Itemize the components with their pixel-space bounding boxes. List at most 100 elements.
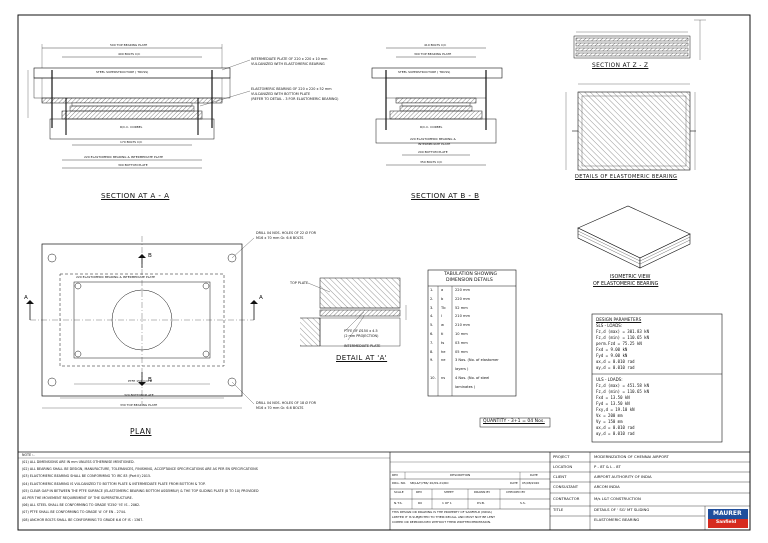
- title-block-value: MODERNIZATION OF CHENNAI AIRPORT: [594, 454, 669, 459]
- tabulation-cell-sym: ti: [441, 332, 444, 336]
- drawn-label: DRAWN BY: [474, 490, 491, 494]
- logo-subtext: Sanfield: [716, 520, 737, 525]
- plan-bottom-plate-label: 320 BOTTOM PLATE: [124, 393, 154, 397]
- aa-corbel-label: R/C.C. CORBEL: [120, 125, 143, 129]
- bb-bolts-label: 410 BOLTS C/C: [424, 43, 447, 47]
- uls-line: Vx = 200 mm: [596, 413, 623, 418]
- tabulation-cell-sym: ne: [441, 358, 446, 363]
- note-line: (01) ALL DIMENSIONS ARE IN mm UNLESS OTH…: [22, 460, 135, 464]
- aa-top-plate-label: 500 TOP BEARING PLATE: [110, 43, 148, 47]
- detail-a-drawing: [300, 277, 407, 347]
- plan-arrow-b-bottom: B: [148, 377, 152, 383]
- plan-drawing: [26, 236, 258, 409]
- tabulation-cell-no: 8.: [430, 349, 434, 354]
- checked-label: CHECKED BY: [506, 490, 526, 494]
- section-aa-drawing: [27, 44, 251, 169]
- section-aa-title: SECTION AT A - A: [101, 191, 170, 200]
- tabulation-cell-val: 220 mm: [455, 296, 471, 301]
- maurer-logo: [708, 509, 748, 528]
- tabulation-cell-val: 3 Nos. (No. of elastomer: [455, 358, 499, 363]
- title-block-value: P - 8T & L - 8T: [594, 464, 621, 469]
- tabulation-cell-val: layers ): [455, 367, 469, 372]
- tabulation-cell-sym: Tb: [441, 305, 446, 310]
- date-header: DATE: [530, 473, 538, 477]
- tabulation-cell-sym: a: [441, 288, 444, 292]
- sheet-border: [17, 14, 751, 531]
- tabulation-cell-val: laminates ): [455, 384, 476, 389]
- note-line: (04) ELASTOMERIC BEARING IS VULCANIZED T…: [22, 481, 206, 486]
- plan-top-plate-label: 330 TOP BEARING PLATE: [120, 403, 158, 407]
- logo-text: MAURER: [713, 510, 742, 517]
- isometric-title-1: ISOMETRIC VIEW: [610, 275, 651, 280]
- drawn-value: P.V.B.: [477, 501, 485, 505]
- date-value: 05/08/2020: [522, 481, 540, 485]
- tabulation-cell-val: 52 mm: [455, 305, 468, 310]
- aa-intermediate-note-1: INTERMEDIATE PLATE OF 220 x 220 x 10 mm: [251, 57, 328, 61]
- tabulation-title-1: TABULATION SHOWING: [444, 272, 498, 277]
- note-line: (02) ALL BEARING SHALL BE DESIGN, MANUFA…: [22, 467, 258, 472]
- tabulation-cell-val: 10 mm: [455, 332, 468, 336]
- title-block-value: M/s L&T CONSTRUCTION: [594, 496, 641, 501]
- sls-title: SLS - LOADS:: [596, 323, 623, 328]
- drg-no-label: DRG. NO.: [392, 481, 407, 485]
- tabulation-cell-val: 4 Nos. (No. of steel: [455, 376, 490, 380]
- sls-line: Fz,d (max) = 301.83 kN: [596, 329, 649, 334]
- date-label: DATE: [510, 481, 518, 485]
- uls-line: Fxy,d = 19.10 kN: [596, 407, 635, 412]
- tabulation-cell-sym: w: [441, 323, 444, 328]
- plan-drill-top-1: DRILL 04 NOS. HOLES OF 22 Ø FOR: [256, 231, 317, 235]
- desc-header: DESCRIPTION: [450, 473, 471, 477]
- title-block-label: CLIENT: [553, 474, 567, 479]
- plan-drill-bottom-1: DRILL 04 NOS. HOLES OF 18 Ø FOR: [256, 401, 317, 405]
- scale-label: SCALE: [394, 490, 404, 494]
- notes-block-frame: [18, 451, 750, 530]
- note-line: AS PER THE MOVEMENT REQUIREMENT OF THE S…: [22, 496, 133, 500]
- plan-drill-bottom-2: M16 x 70 mm Gr. 6.6 BOLTS: [256, 406, 304, 410]
- uls-line: αy,d = 0.010 rad: [596, 431, 635, 436]
- isometric-title-2: OF ELASTOMERIC BEARING: [593, 282, 659, 287]
- quantity-box: [479, 417, 551, 428]
- design-parameters-grid: [591, 313, 723, 443]
- tabulation-cell-no: 6.: [430, 332, 434, 336]
- design-params-title: DESIGN PARAMETERS: [596, 317, 642, 322]
- section-zz-drawing: [573, 19, 706, 60]
- tabulation-cell-no: 7.: [430, 340, 434, 345]
- sls-line: αx,d = 0.010 rad: [596, 359, 635, 364]
- uls-line: Vy = 150 mm: [596, 419, 623, 424]
- tabulation-table-grid: [427, 269, 517, 397]
- uls-line: αx,d = 0.010 rad: [596, 425, 635, 430]
- section-bb-drawing: [371, 47, 503, 166]
- aa-elastomeric-note-1: ELASTOMERIC BEARING OF 220 x 220 x 52 mm: [251, 87, 332, 91]
- tabulation-cell-no: 9.: [430, 358, 434, 363]
- bb-corbel-label: R/C.C. CORBEL: [420, 125, 443, 129]
- plan-elastomeric-label: 220 ELASTOMERIC BEARING & INTERMEDIATE P…: [76, 275, 155, 279]
- tabulation-cell-sym: ts: [441, 340, 445, 345]
- bb-elastomeric-label-1: 220 ELASTOMERIC BEARING &: [410, 137, 456, 141]
- note-line: (06) ALL STEEL SHALL BE CONFORMING TO GR…: [22, 503, 141, 508]
- sls-line: αy,d = 0.010 rad: [596, 365, 635, 370]
- sls-line: Fz,d (min) = 110.65 kN: [596, 335, 649, 340]
- notes-header: NOTE :-: [22, 453, 35, 457]
- title-block-label: CONTRACTOR: [553, 496, 580, 501]
- sheet-label: SHEET: [444, 490, 454, 494]
- tabulation-title-2: DIMENSION DETAILS: [446, 278, 493, 283]
- detail-ptfe-label-1: PTFE OF Ø150 x 4.5: [344, 329, 378, 333]
- tabulation-cell-no: 1.: [430, 288, 434, 292]
- property-line-1: THIS DESIGN OR DRAWING IS THE PROPERTY O…: [392, 510, 492, 514]
- tabulation-cell-no: 5.: [430, 323, 434, 328]
- detail-a-title: DETAIL AT 'A': [336, 354, 388, 362]
- aa-bolts-label: 400 BOLTS C/C: [118, 52, 141, 56]
- tabulation-cell-sym: l: [441, 314, 442, 319]
- sls-line: perm.Fzd = 75.25 kN: [596, 341, 642, 346]
- note-line: (07) PTFE SHALL BE CONFORMING TO GRADE '…: [22, 510, 127, 515]
- bb-bolts-bottom-label: 350 BOLTS C/C: [420, 160, 443, 164]
- aa-bottom-plate-label: 300 BOTTOM PLATE: [118, 163, 148, 167]
- property-line-3: COPIED OR REPRODUCED WITHOUT THEIR WRITT…: [392, 520, 492, 524]
- note-line: (08) ANCHOR BOLTS SHALL BE CONFORMING TO…: [22, 517, 144, 522]
- tabulation-cell-no: 2.: [430, 296, 434, 301]
- tabulation-cell-val: 210 mm: [455, 323, 471, 328]
- detail-top-plate-label: TOP PLATE: [290, 281, 309, 285]
- quantity-label: QUANTITY - 3+1 = 04 Nos.: [483, 419, 545, 424]
- uls-title: ULS - LOADS:: [596, 377, 623, 382]
